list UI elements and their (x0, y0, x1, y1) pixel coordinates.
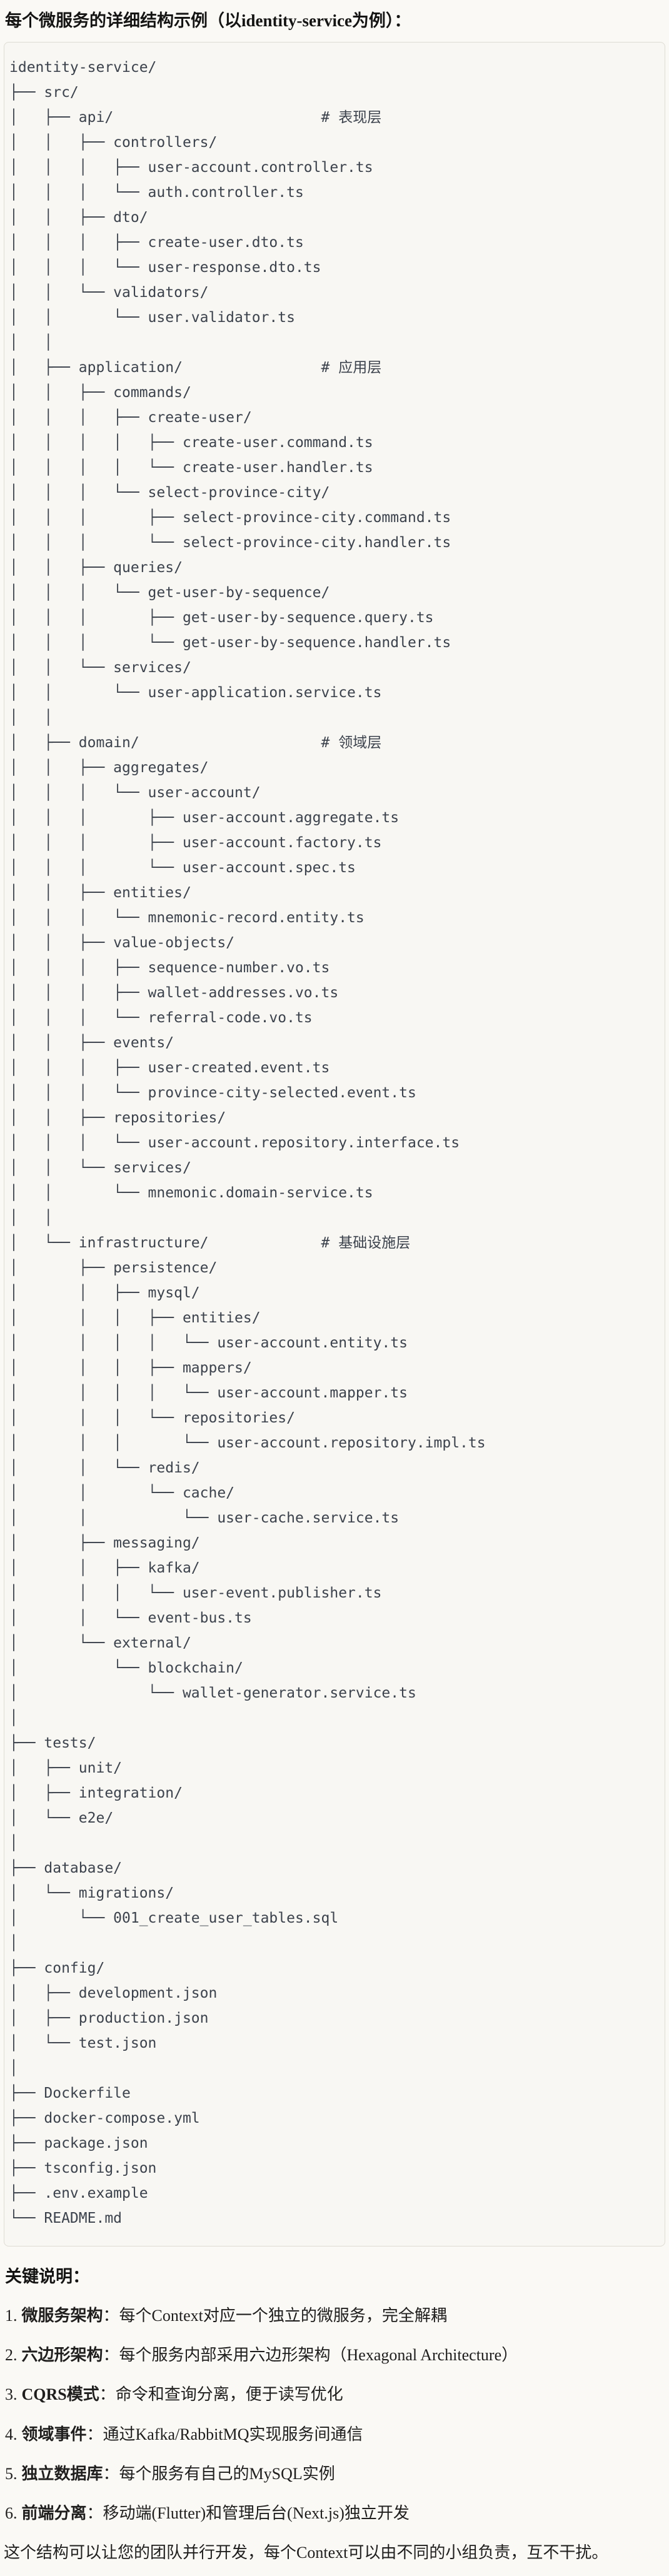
note-text: ：移动端(Flutter)和管理后台(Next.js)独立开发 (86, 2504, 410, 2523)
note-number: 1. (5, 2307, 18, 2325)
closing-paragraph: 这个结构可以让您的团队并行开发，每个Context可以由不同的小组负责，互不干扰… (4, 2543, 608, 2562)
note-number: 2. (5, 2346, 18, 2365)
file-tree: identity-service/ ├── src/ │ ├── api/ # … (9, 59, 486, 2227)
note-item-cqrs: 3.CQRS模式：命令和查询分离，便于读写优化 (5, 2385, 664, 2404)
note-text: ：每个Context对应一个独立的微服务，完全解耦 (103, 2307, 447, 2325)
note-label: 前端分离 (21, 2504, 87, 2523)
note-label: 六边形架构 (21, 2346, 103, 2365)
note-item-hexagonal: 2.六边形架构：每个服务内部采用六边形架构（Hexagonal Architec… (5, 2345, 664, 2365)
file-tree-code-block: identity-service/ ├── src/ │ ├── api/ # … (4, 42, 665, 2247)
note-number: 4. (5, 2425, 18, 2443)
note-text: ：通过Kafka/RabbitMQ实现服务间通信 (86, 2425, 363, 2443)
note-number: 6. (5, 2504, 18, 2523)
note-number: 5. (5, 2464, 18, 2483)
notes-heading: 关键说明： (5, 2267, 89, 2287)
note-text: ：命令和查询分离，便于读写优化 (99, 2385, 343, 2404)
note-item-microservices: 1.微服务架构：每个Context对应一个独立的微服务，完全解耦 (5, 2306, 664, 2325)
note-text: ：每个服务有自己的MySQL实例 (103, 2464, 335, 2483)
note-label: 微服务架构 (21, 2307, 103, 2325)
page-title: 每个微服务的详细结构示例（以identity-service为例）： (5, 11, 411, 30)
note-label: 独立数据库 (21, 2464, 103, 2483)
note-number: 3. (5, 2385, 18, 2404)
note-item-database: 5.独立数据库：每个服务有自己的MySQL实例 (5, 2464, 664, 2483)
note-label: 领域事件 (21, 2425, 87, 2443)
note-text: ：每个服务内部采用六边形架构（Hexagonal Architecture） (103, 2346, 518, 2365)
note-item-frontend: 6.前端分离：移动端(Flutter)和管理后台(Next.js)独立开发 (5, 2503, 664, 2523)
note-label: CQRS模式 (21, 2385, 99, 2404)
note-item-domain-events: 4.领域事件：通过Kafka/RabbitMQ实现服务间通信 (5, 2425, 664, 2444)
